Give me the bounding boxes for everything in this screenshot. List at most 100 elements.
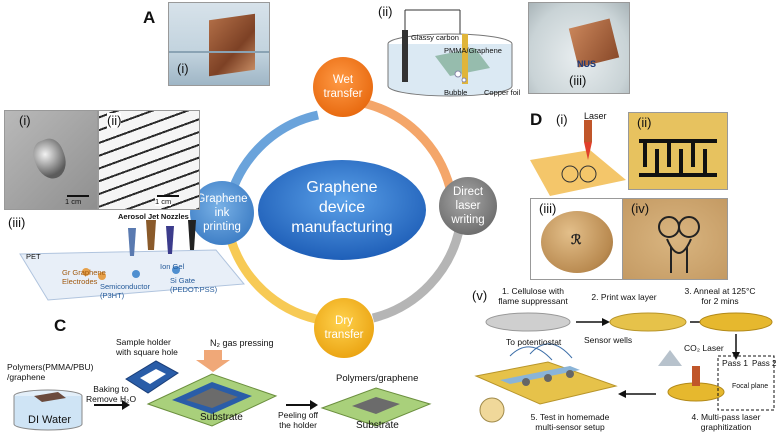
node-dry-line1: Dry bbox=[335, 315, 353, 327]
label-d-i: (i) bbox=[556, 112, 568, 127]
label-d-v: (v) bbox=[472, 288, 488, 303]
node-wet-line1: Wet bbox=[332, 74, 354, 86]
arrow-bake-head bbox=[122, 400, 130, 410]
wrapped-device-image bbox=[29, 135, 71, 183]
label-polymers-graphene-final: Polymers/graphene bbox=[336, 373, 419, 384]
scale-bar-b-ii bbox=[157, 195, 179, 197]
ring-arc-yellow bbox=[226, 238, 318, 324]
step-3-label: 3. Anneal at 125°C for 2 mins bbox=[684, 286, 756, 306]
scale-bar-b-i bbox=[67, 195, 89, 197]
label-ink-iongel: Ion Gel bbox=[160, 262, 185, 271]
label-focal-plane: Focal plane bbox=[732, 383, 769, 390]
node-wet-circle bbox=[313, 57, 373, 117]
label-bubble: Bubble bbox=[444, 88, 468, 97]
ring-arc-gray bbox=[371, 225, 465, 323]
node-dry-circle bbox=[314, 298, 374, 358]
step-5-label: 5. Test in homemade multi-sensor setup bbox=[530, 412, 610, 432]
label-copper-foil: Copper foil bbox=[484, 88, 521, 97]
nus-logo: NUS bbox=[577, 59, 596, 69]
label-a-ii: (ii) bbox=[378, 4, 393, 19]
label-pass1: Pass 1 bbox=[722, 358, 748, 368]
label-aerosol-nozzles: Aerosol Jet Nozzles bbox=[118, 212, 189, 221]
owl-icon bbox=[658, 216, 700, 273]
node-direct-line2: laser bbox=[455, 200, 481, 212]
label-b-iii: (iii) bbox=[8, 215, 26, 230]
node-direct-line3: writing bbox=[451, 214, 485, 226]
label-ink-electrodes: Gr Graphene Electrodes bbox=[62, 268, 106, 286]
di-water-beaker bbox=[13, 389, 83, 431]
laser-process-steps bbox=[474, 312, 775, 423]
final-substrate-schematic bbox=[320, 387, 432, 427]
bubble-transfer-schematic bbox=[387, 9, 513, 97]
label-d-ii: (ii) bbox=[637, 115, 652, 130]
sample-holder-icon bbox=[125, 360, 179, 394]
center-line1: Graphene bbox=[306, 179, 378, 196]
node-ink-line2: ink bbox=[214, 207, 230, 219]
photo-b-ii: (ii) 1 cm bbox=[98, 110, 200, 210]
label-ink-semiconductor: Semiconductor (P3HT) bbox=[100, 282, 151, 300]
center-ellipse bbox=[258, 160, 426, 260]
step-1-label: 1. Cellulose with flame suppressant bbox=[498, 286, 568, 306]
label-ink-gate: Si Gate (PEDOT:PSS) bbox=[170, 276, 218, 294]
label-peeling: Peeling off the holder bbox=[278, 410, 319, 430]
panel-label-c: C bbox=[54, 316, 67, 335]
label-pass2: Pass 2 bbox=[752, 359, 777, 368]
water-line bbox=[169, 51, 269, 53]
photo-b-i: (i) 1 cm bbox=[4, 110, 98, 210]
panel-label-a: A bbox=[143, 8, 156, 27]
node-ink-line3: printing bbox=[203, 221, 241, 233]
copper-foil-image bbox=[209, 13, 255, 77]
label-glassy-carbon: Glassy carbon bbox=[411, 33, 459, 42]
node-ink-circle bbox=[190, 181, 254, 245]
photo-d-ii: (ii) bbox=[628, 112, 728, 190]
label-d-iii: (iii) bbox=[539, 201, 557, 216]
node-ink-printing: Graphene ink printing bbox=[190, 181, 254, 245]
ring-arc-orange bbox=[361, 98, 455, 190]
panel-label-d: D bbox=[530, 110, 543, 129]
label-pet: PET bbox=[26, 252, 41, 261]
label-laser: Laser bbox=[584, 111, 607, 121]
photo-a-i: (i) bbox=[168, 2, 270, 86]
label-substrate-2: Substrate bbox=[356, 420, 399, 431]
node-direct-circle bbox=[439, 177, 497, 235]
arrow-peel bbox=[286, 404, 312, 406]
label-a-iii: (iii) bbox=[569, 73, 587, 88]
node-wet-transfer: Wet transfer bbox=[313, 57, 373, 117]
photo-d-iii: (iii) ℛ bbox=[530, 198, 624, 280]
center-line2: device bbox=[318, 199, 366, 216]
node-direct-line1: Direct bbox=[452, 186, 484, 198]
node-direct-laser: Direct laser writing bbox=[439, 177, 497, 235]
interdigitated-electrode bbox=[639, 139, 717, 177]
label-n2-pressing: N₂ gas pressing bbox=[210, 338, 274, 348]
label-co2-laser: CO₂ Laser bbox=[684, 343, 724, 353]
center-line3: manufacturing bbox=[291, 219, 393, 236]
label-polymers-graphene: Polymers(PMMA/PBU) /graphene bbox=[7, 362, 94, 382]
node-dry-line2: transfer bbox=[324, 329, 364, 341]
laser-writing-schematic bbox=[530, 120, 626, 196]
label-substrate-1: Substrate bbox=[200, 412, 243, 423]
node-wet-line2: transfer bbox=[323, 88, 363, 100]
label-sample-holder: Sample holder with square hole bbox=[116, 337, 178, 357]
scale-label-b-ii: 1 cm bbox=[155, 197, 172, 206]
label-sensor-wells: Sensor wells bbox=[584, 335, 633, 345]
n2-pressing-schematic bbox=[146, 350, 278, 427]
label-b-i: (i) bbox=[19, 113, 31, 128]
photo-a-iii: NUS (iii) bbox=[528, 2, 630, 94]
label-b-ii: (ii) bbox=[107, 113, 122, 128]
nus-logo-text: NUS bbox=[577, 59, 597, 69]
arrow-bake bbox=[94, 404, 124, 406]
node-dry-transfer: Dry transfer bbox=[314, 298, 374, 358]
label-pmma-graphene: PMMA/Graphene bbox=[444, 46, 502, 55]
photo-d-iv: (iv) bbox=[622, 198, 728, 280]
step-4-label: 4. Multi-pass laser graphitization bbox=[691, 412, 761, 432]
label-di-water: DI Water bbox=[28, 414, 71, 426]
label-to-potentiostat: To potentiostat bbox=[506, 337, 562, 347]
label-d-iv: (iv) bbox=[631, 201, 650, 216]
label-a-i: (i) bbox=[177, 61, 189, 76]
step-2-label: 2. Print wax layer bbox=[591, 292, 657, 302]
coconut-image bbox=[541, 211, 613, 273]
node-ink-line1: Graphene bbox=[196, 193, 248, 205]
center-title: Graphene device manufacturing bbox=[262, 178, 422, 238]
label-baking: Baking to Remove H₂O bbox=[86, 384, 137, 404]
